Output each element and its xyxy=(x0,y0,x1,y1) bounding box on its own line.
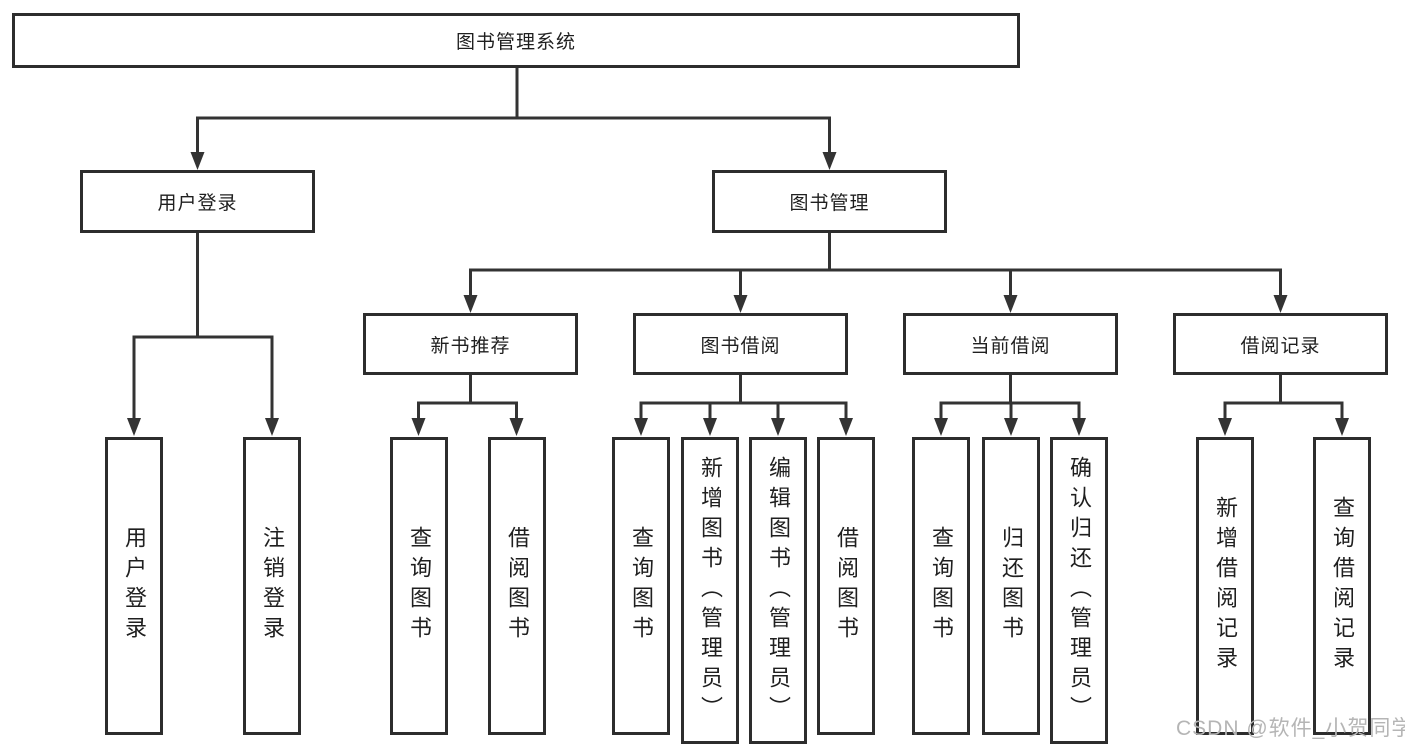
leaf-query-borrow-record: 查询借阅记录 xyxy=(1313,437,1371,735)
connector-root-split xyxy=(196,68,831,164)
leaf-borrow-books-1: 借阅图书 xyxy=(488,437,546,735)
node-label: 借阅图书 xyxy=(505,526,530,646)
leaf-add-borrow-record: 新增借阅记录 xyxy=(1196,437,1254,735)
arrowheads xyxy=(127,152,1349,436)
node-label: 新增借阅记录 xyxy=(1213,496,1238,676)
node-label: 查询图书 xyxy=(407,526,432,646)
connector-book-borrow-split xyxy=(639,375,848,431)
node-new-book-recommend: 新书推荐 xyxy=(363,313,578,375)
node-current-borrowing: 当前借阅 xyxy=(903,313,1118,375)
connector-current-borrow-split xyxy=(939,375,1081,431)
connector-user-login-split xyxy=(132,233,274,431)
leaf-user-login: 用户登录 xyxy=(105,437,163,735)
node-label: 注销登录 xyxy=(260,526,285,646)
leaf-confirm-return-admin: 确认归还（管理员） xyxy=(1050,437,1108,744)
node-label: 当前借阅 xyxy=(970,335,1051,357)
connector-borrow-records-split xyxy=(1223,375,1344,431)
node-label: 用户登录 xyxy=(122,526,147,646)
node-user-login: 用户登录 xyxy=(80,170,315,233)
node-label: 查询图书 xyxy=(929,526,954,646)
leaf-add-book-admin: 新增图书（管理员） xyxy=(681,437,739,744)
node-label: 图书管理系统 xyxy=(455,32,576,53)
node-label: 新增图书（管理员） xyxy=(698,455,723,726)
node-label: 用户登录 xyxy=(157,193,238,214)
node-label: 新书推荐 xyxy=(430,335,511,357)
node-label: 图书借阅 xyxy=(700,335,781,357)
node-label: 借阅图书 xyxy=(834,526,859,646)
connector-book-mgmt-split xyxy=(469,233,1282,307)
leaf-query-books-2: 查询图书 xyxy=(612,437,670,735)
node-label: 归还图书 xyxy=(999,526,1024,646)
csdn-watermark: CSDN @软件_小贺同学 xyxy=(1176,717,1405,740)
node-label: 查询借阅记录 xyxy=(1330,496,1355,676)
node-label: 借阅记录 xyxy=(1240,335,1321,357)
leaf-logout: 注销登录 xyxy=(243,437,301,735)
node-label: 确认归还（管理员） xyxy=(1067,455,1092,726)
leaf-query-books-1: 查询图书 xyxy=(390,437,448,735)
leaf-return-books: 归还图书 xyxy=(982,437,1040,735)
node-label: 编辑图书（管理员） xyxy=(766,455,791,726)
node-book-management: 图书管理 xyxy=(712,170,947,233)
connector-new-book-split xyxy=(417,375,518,431)
node-borrowing-records: 借阅记录 xyxy=(1173,313,1388,375)
leaf-edit-book-admin: 编辑图书（管理员） xyxy=(749,437,807,744)
leaf-borrow-books-2: 借阅图书 xyxy=(817,437,875,735)
leaf-query-books-3: 查询图书 xyxy=(912,437,970,735)
node-label: 图书管理 xyxy=(789,193,870,214)
node-label: 查询图书 xyxy=(629,526,654,646)
node-root-library-system: 图书管理系统 xyxy=(12,13,1020,68)
node-book-borrowing: 图书借阅 xyxy=(633,313,848,375)
